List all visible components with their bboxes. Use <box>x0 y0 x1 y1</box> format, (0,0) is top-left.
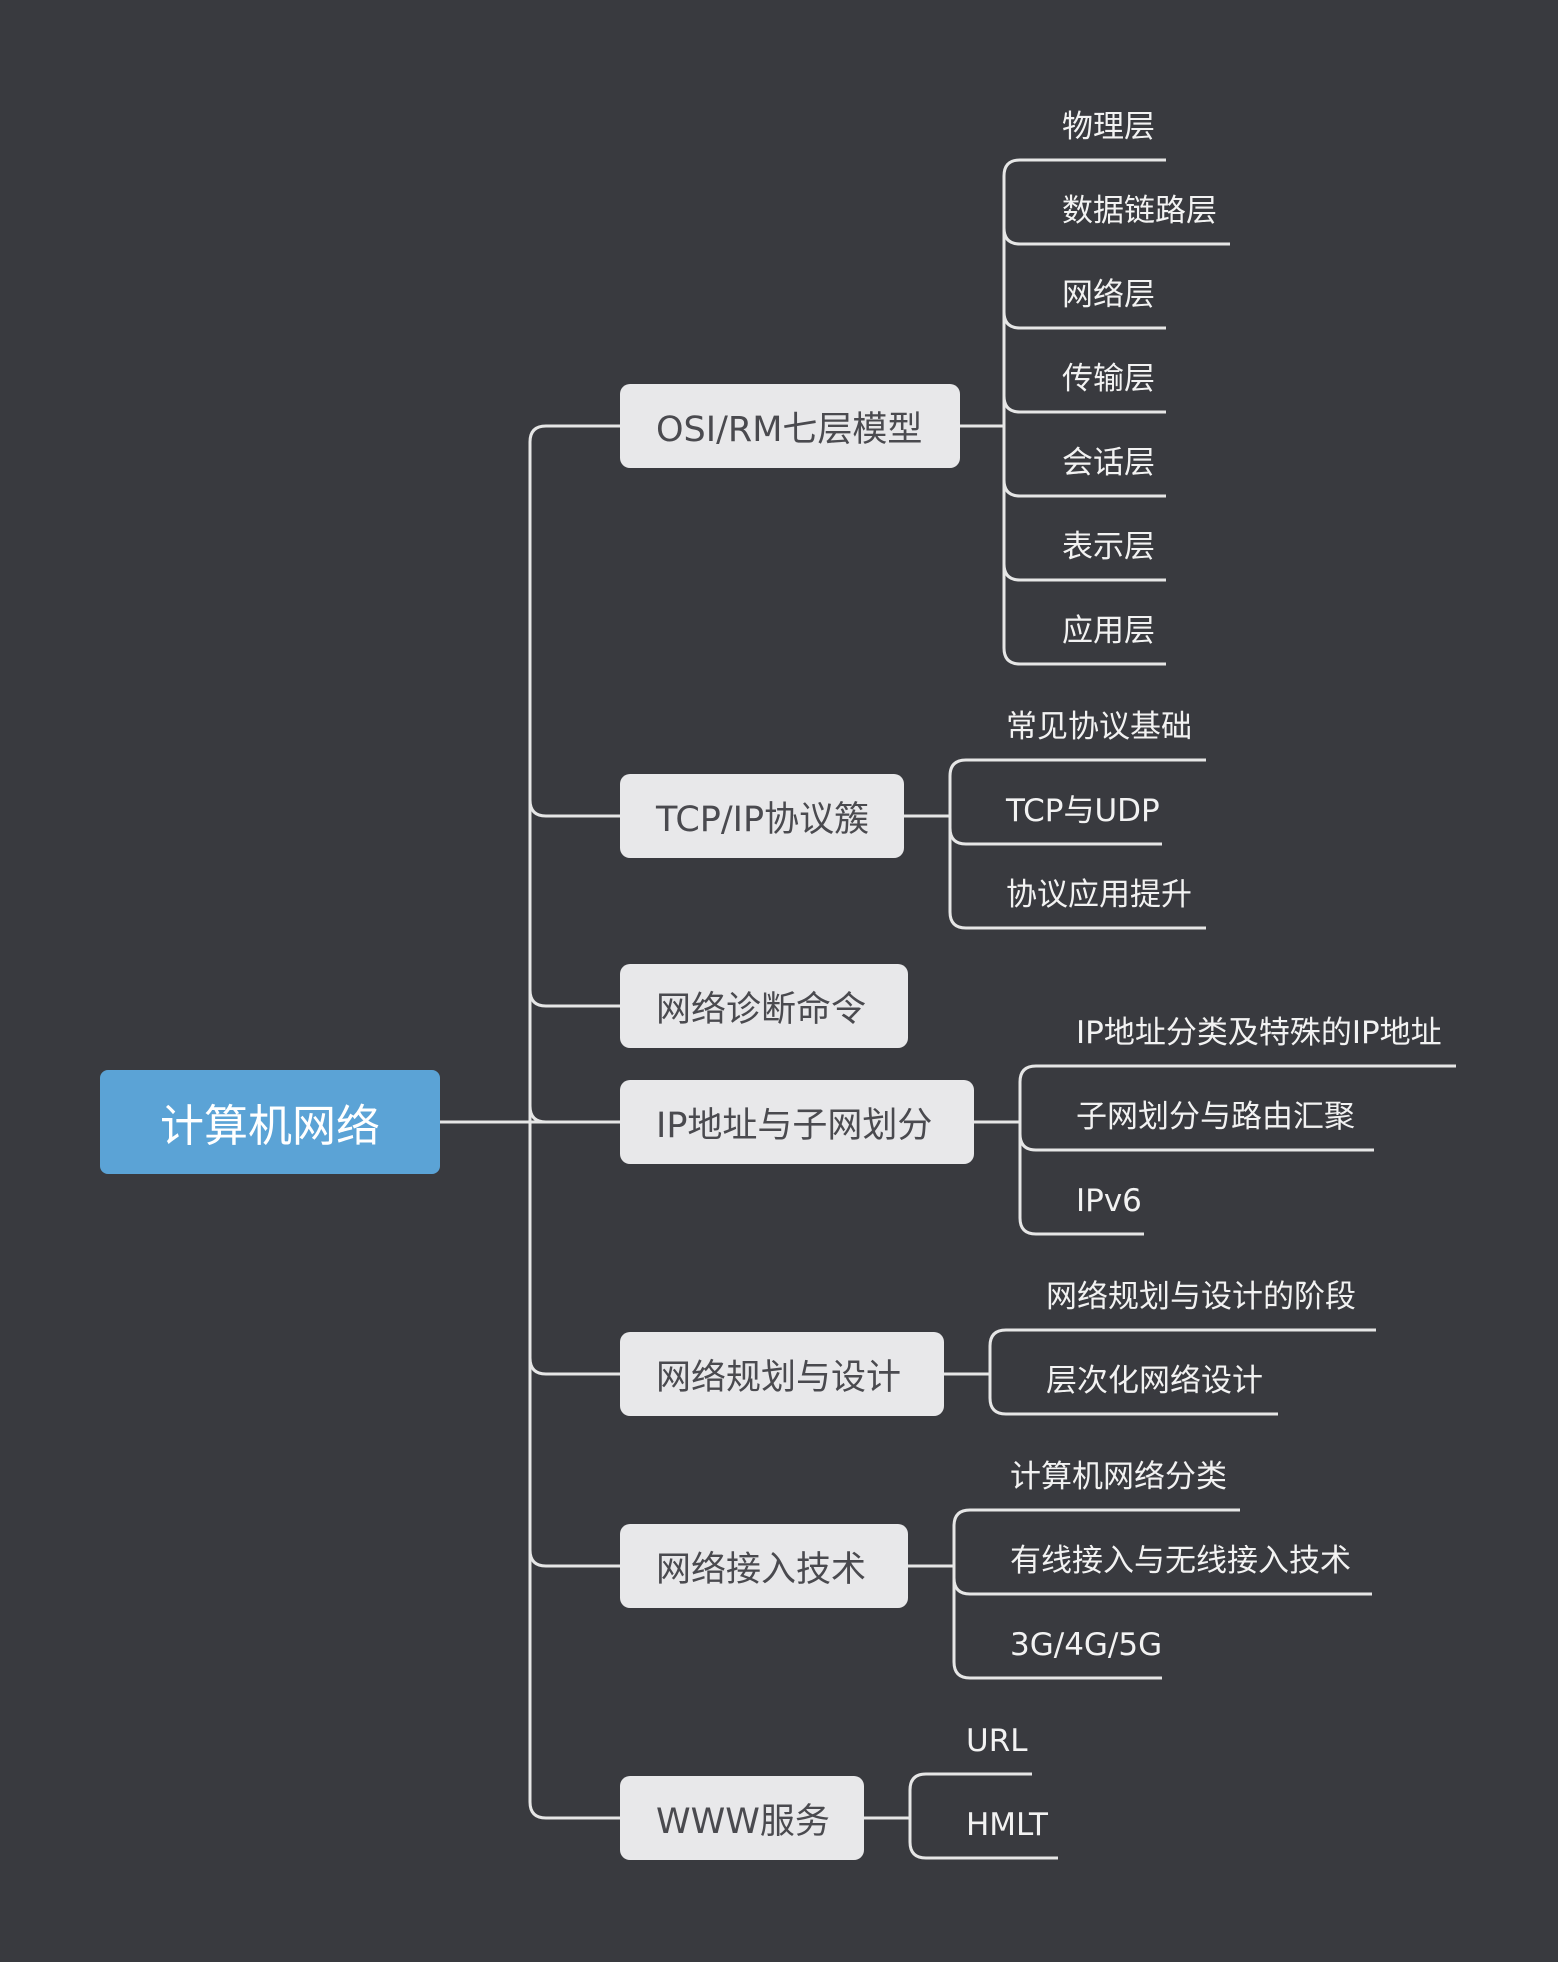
leaf-hmlt[interactable]: HMLT <box>966 1807 1048 1843</box>
leaf-3g-4g-5g[interactable]: 3G/4G/5G <box>1010 1627 1163 1663</box>
branch-label: IP地址与子网划分 <box>656 1105 933 1146</box>
leaf-network-layer[interactable]: 网络层 <box>1062 277 1155 313</box>
branch-access-technology[interactable]: 网络接入技术 <box>620 1524 908 1608</box>
branch-label: OSI/RM七层模型 <box>656 409 923 450</box>
leaf-underline <box>1002 563 1166 582</box>
leaf-spine <box>908 1772 927 1860</box>
leaf-ip-classes[interactable]: IP地址分类及特殊的IP地址 <box>1076 1015 1442 1051</box>
leaf-spine <box>1018 1064 1037 1236</box>
branch-www-service[interactable]: WWW服务 <box>620 1776 864 1860</box>
leaf-ipv6[interactable]: IPv6 <box>1076 1183 1142 1219</box>
root-node[interactable]: 计算机网络 <box>100 1070 440 1174</box>
branch-ip-subnet[interactable]: IP地址与子网划分 <box>620 1080 974 1164</box>
leaf-spine <box>952 1508 971 1680</box>
branch-diagnostic-commands[interactable]: 网络诊断命令 <box>620 964 908 1048</box>
branch-osi-rm[interactable]: OSI/RM七层模型 <box>620 384 960 468</box>
leaf-session-layer[interactable]: 会话层 <box>1062 445 1155 481</box>
branch-label: 网络诊断命令 <box>656 989 867 1030</box>
leaf-spine <box>1002 158 1021 666</box>
leaf-spine <box>948 758 967 930</box>
leaf-underline <box>1002 311 1166 330</box>
leaf-underline <box>1002 395 1166 414</box>
trunk-line <box>528 424 547 1820</box>
leaf-protocol-application[interactable]: 协议应用提升 <box>1006 877 1192 913</box>
leaf-hierarchical-design[interactable]: 层次化网络设计 <box>1046 1363 1263 1399</box>
leaf-network-classification[interactable]: 计算机网络分类 <box>1010 1459 1227 1495</box>
leaf-spine <box>988 1328 1007 1416</box>
branch-network-planning[interactable]: 网络规划与设计 <box>620 1332 944 1416</box>
leaf-underline <box>952 1577 1372 1596</box>
leaf-tcp-udp[interactable]: TCP与UDP <box>1006 793 1160 829</box>
leaf-wired-wireless[interactable]: 有线接入与无线接入技术 <box>1010 1543 1351 1579</box>
branch-label: TCP/IP协议簇 <box>656 799 870 840</box>
branch-connector <box>528 799 620 818</box>
leaf-presentation-layer[interactable]: 表示层 <box>1062 529 1155 565</box>
leaf-data-link-layer[interactable]: 数据链路层 <box>1062 193 1217 229</box>
leaf-subnetting[interactable]: 子网划分与路由汇聚 <box>1076 1099 1355 1135</box>
leaf-underline <box>1018 1133 1374 1152</box>
leaf-underline <box>1002 479 1166 498</box>
branch-connector <box>528 1549 620 1568</box>
branch-connector <box>528 1105 620 1124</box>
branch-label: 网络接入技术 <box>656 1549 867 1590</box>
leaf-url[interactable]: URL <box>966 1723 1028 1759</box>
leaf-underline <box>948 827 1162 846</box>
root-label: 计算机网络 <box>160 1101 380 1152</box>
branch-label: WWW服务 <box>656 1801 830 1842</box>
leaf-underline <box>1002 227 1230 246</box>
leaf-application-layer[interactable]: 应用层 <box>1062 613 1155 649</box>
branch-connector <box>528 1357 620 1376</box>
leaf-physical-layer[interactable]: 物理层 <box>1062 109 1155 145</box>
branch-label: 网络规划与设计 <box>656 1357 902 1398</box>
leaf-common-protocols[interactable]: 常见协议基础 <box>1006 709 1192 745</box>
leaf-transport-layer[interactable]: 传输层 <box>1062 361 1155 397</box>
leaf-planning-stages[interactable]: 网络规划与设计的阶段 <box>1046 1279 1356 1315</box>
branch-tcp-ip[interactable]: TCP/IP协议簇 <box>620 774 904 858</box>
branch-connector <box>528 989 620 1008</box>
